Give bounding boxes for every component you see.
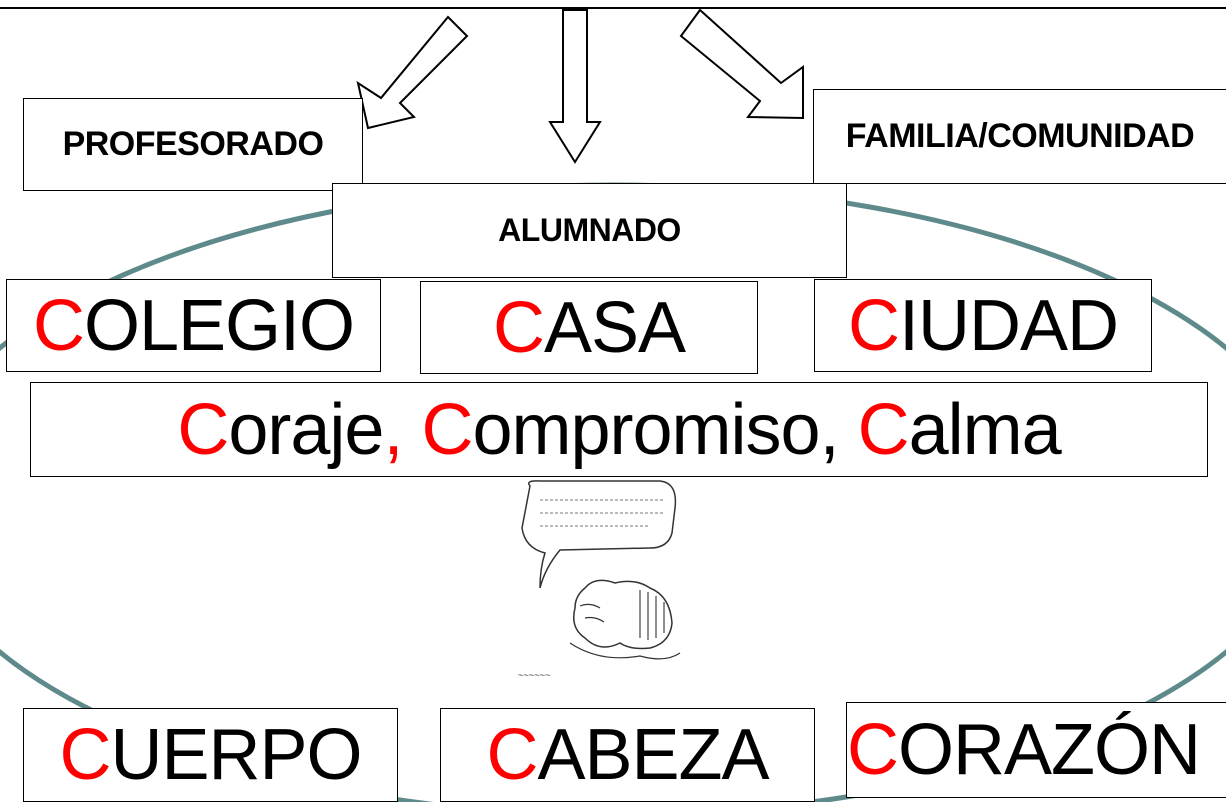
cartoon-student-illustration: ~~~~~~ [500, 478, 700, 693]
arrow-to-familia-icon [679, 8, 804, 120]
cuerpo-box: CUERPO [23, 708, 398, 802]
values-sep-1: , [383, 389, 422, 470]
coraje-initial: C [177, 389, 229, 470]
alumnado-box: ALUMNADO [332, 183, 847, 278]
colegio-rest: OLEGIO [83, 285, 355, 366]
ciudad-initial: C [847, 285, 900, 366]
familia-comunidad-box: FAMILIA/COMUNIDAD [813, 89, 1226, 184]
compromiso-rest: ompromiso [472, 389, 820, 470]
svg-text:~~~~~~: ~~~~~~ [518, 671, 551, 681]
coraje-rest: oraje [228, 389, 384, 470]
cabeza-text: CABEZA [486, 714, 769, 796]
ciudad-box: CIUDAD [814, 279, 1152, 372]
colegio-initial: C [32, 285, 85, 366]
casa-initial: C [492, 287, 545, 368]
arrow-to-profesorado-icon [356, 15, 469, 130]
familia-comunidad-label: FAMILIA/COMUNIDAD [845, 117, 1195, 155]
cuerpo-rest: UERPO [110, 715, 362, 795]
corazon-initial: C [847, 710, 899, 790]
ciudad-rest: IUDAD [898, 285, 1119, 366]
cuerpo-initial: C [59, 715, 111, 795]
alumnado-label: ALUMNADO [498, 212, 681, 248]
corazon-rest: ORAZÓN [898, 710, 1201, 790]
colegio-text: COLEGIO [32, 285, 355, 367]
cuerpo-text: CUERPO [59, 714, 362, 796]
casa-text: CASA [492, 287, 686, 369]
profesorado-label: PROFESORADO [62, 125, 324, 163]
cabeza-initial: C [486, 715, 538, 795]
down-arrow-icon [548, 9, 602, 164]
cabeza-box: CABEZA [440, 708, 815, 802]
values-text: Coraje, Compromiso, Calma [177, 389, 1062, 471]
compromiso-initial: C [421, 389, 473, 470]
colegio-box: COLEGIO [6, 279, 381, 372]
cabeza-rest: ABEZA [537, 715, 769, 795]
corazon-box: CORAZÓN [846, 702, 1226, 798]
values-box: Coraje, Compromiso, Calma [30, 382, 1208, 477]
ciudad-text: CIUDAD [847, 285, 1119, 367]
values-sep-2: , [819, 389, 858, 470]
casa-rest: ASA [543, 287, 686, 368]
profesorado-box: PROFESORADO [23, 98, 363, 191]
casa-box: CASA [420, 281, 758, 374]
calma-rest: alma [908, 389, 1062, 470]
corazon-text: CORAZÓN [847, 709, 1201, 791]
calma-initial: C [857, 389, 910, 470]
